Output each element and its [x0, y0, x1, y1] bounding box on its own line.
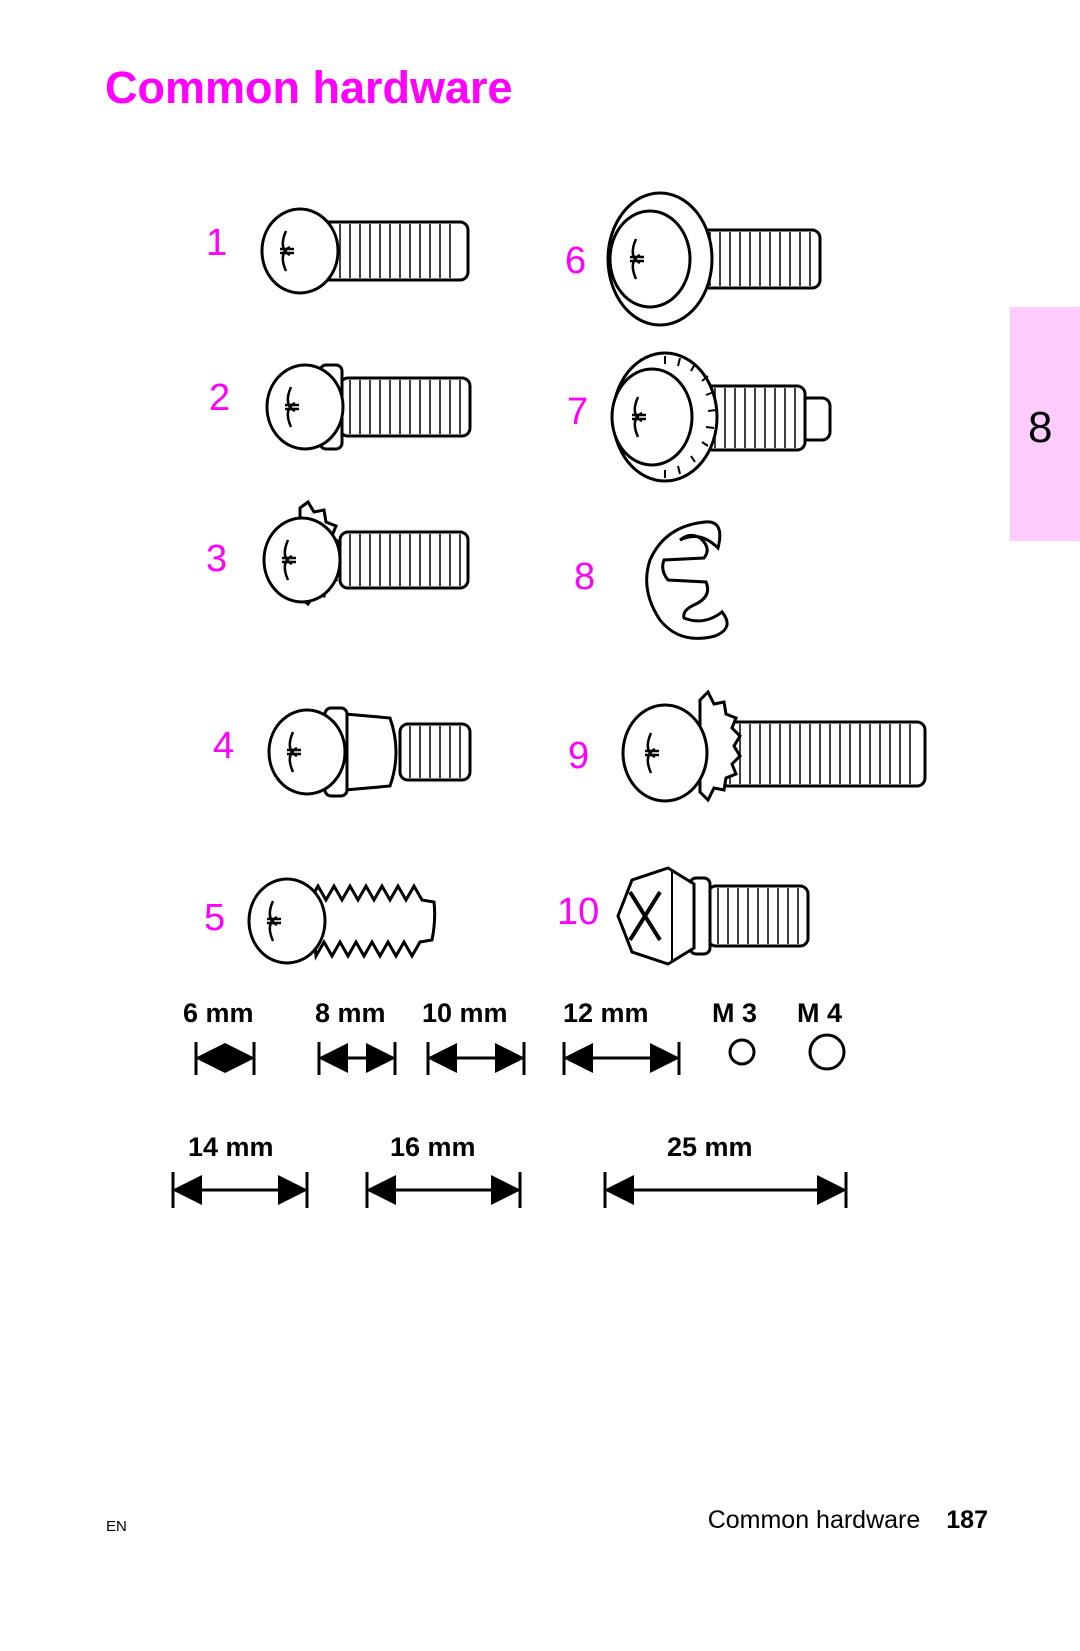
item-number-8: 8: [574, 556, 596, 598]
measure-label-14mm: 14 mm: [188, 1132, 274, 1162]
item-number-5: 5: [204, 897, 226, 939]
chapter-tab: 8: [1010, 307, 1080, 541]
measure-label-16mm: 16 mm: [390, 1132, 476, 1162]
screw-2-icon: [265, 363, 472, 451]
measure-label-m3: M 3: [712, 998, 758, 1028]
footer: Common hardware 187: [708, 1506, 988, 1535]
item-number-6: 6: [565, 240, 587, 282]
scale-14mm-icon: [171, 1172, 309, 1208]
item-number-2: 2: [209, 377, 231, 419]
measure-label-25mm: 25 mm: [667, 1132, 753, 1162]
scale-8mm-icon: [317, 1042, 397, 1075]
item-number-9: 9: [568, 735, 590, 777]
item-number-1: 1: [206, 222, 228, 264]
screw-5-icon: [247, 877, 437, 965]
measure-label-6mm: 6 mm: [183, 998, 254, 1028]
screw-3-icon: [262, 499, 470, 607]
page-title: Common hardware: [105, 62, 513, 113]
screw-7-icon: [610, 351, 832, 483]
measure-label-10mm: 10 mm: [422, 998, 508, 1028]
measure-label-m4: M 4: [797, 998, 843, 1028]
screw-1-icon: [260, 207, 470, 295]
item-number-10: 10: [557, 891, 600, 933]
e-ring-icon: [645, 520, 729, 640]
item-number-3: 3: [206, 538, 228, 580]
m4-circle-icon: [808, 1033, 846, 1071]
scale-12mm-icon: [562, 1042, 681, 1075]
item-number-7: 7: [567, 391, 589, 433]
scale-10mm-icon: [426, 1042, 526, 1075]
screw-9-icon: [621, 689, 927, 803]
page-number: 187: [946, 1506, 988, 1534]
footer-language: EN: [106, 1518, 127, 1535]
scale-25mm-icon: [603, 1172, 848, 1208]
scale-6mm-icon: [194, 1042, 256, 1075]
screw-10-icon: [616, 866, 810, 966]
footer-section: Common hardware: [707, 1506, 921, 1534]
measure-label-12mm: 12 mm: [563, 998, 649, 1028]
scale-16mm-icon: [365, 1172, 522, 1208]
chapter-tab-number: 8: [1028, 403, 1053, 452]
screw-4-icon: [267, 706, 472, 798]
measure-label-8mm: 8 mm: [315, 998, 386, 1028]
m3-circle-icon: [728, 1038, 756, 1066]
screw-6-icon: [606, 191, 822, 327]
item-number-4: 4: [213, 725, 235, 767]
